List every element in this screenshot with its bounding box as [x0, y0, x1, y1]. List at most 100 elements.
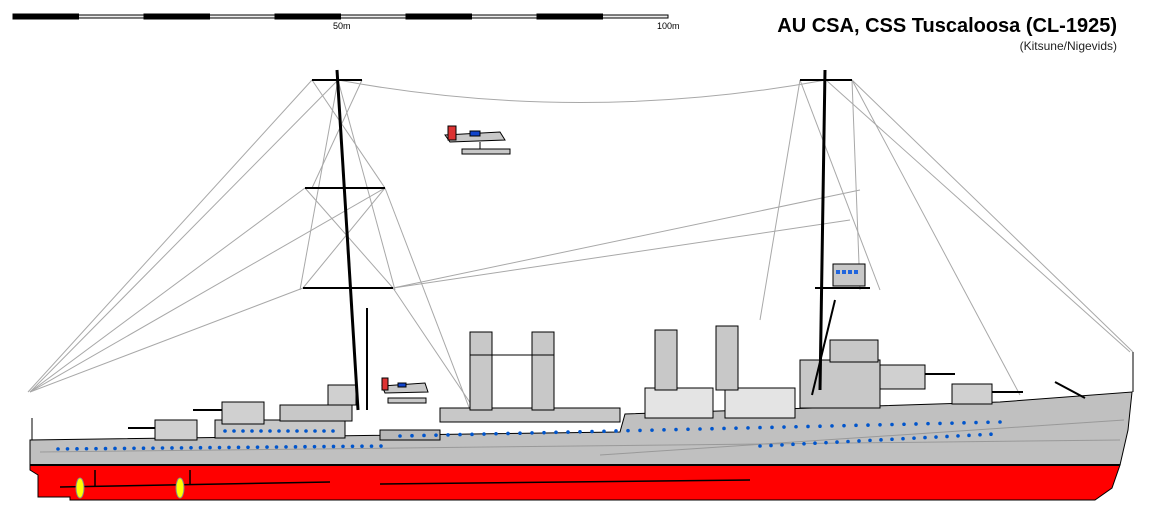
porthole [818, 424, 822, 429]
porthole [341, 444, 345, 449]
porthole [277, 429, 281, 433]
porthole [962, 421, 966, 425]
porthole [530, 431, 534, 435]
porthole [794, 424, 798, 429]
porthole [912, 436, 916, 440]
porthole [566, 430, 570, 434]
porthole [151, 446, 155, 450]
porthole [369, 444, 374, 448]
porthole [578, 430, 582, 434]
porthole [769, 443, 773, 448]
porthole [422, 433, 426, 438]
boat-deck [439, 407, 621, 423]
porthole [590, 429, 594, 434]
porthole [780, 443, 784, 447]
porthole [208, 445, 212, 450]
porthole [638, 428, 642, 433]
porthole [122, 446, 127, 451]
porthole [132, 446, 136, 451]
scale-bar-segment [536, 13, 603, 20]
porthole [830, 424, 834, 428]
porthole [259, 429, 263, 433]
porthole [160, 446, 165, 450]
porthole [542, 430, 546, 435]
propellers [75, 477, 185, 499]
porthole [410, 433, 414, 438]
porthole [554, 430, 558, 435]
porthole [967, 433, 971, 438]
porthole [94, 446, 98, 451]
porthole [698, 427, 702, 431]
porthole [170, 446, 174, 450]
porthole [950, 421, 954, 425]
porthole [331, 444, 336, 449]
funnel-2 [531, 331, 555, 411]
mainmast [818, 69, 827, 391]
porthole [313, 429, 317, 433]
porthole [246, 445, 250, 450]
boat-cradle-1 [644, 387, 714, 419]
scale-bar-segment [209, 14, 276, 19]
porthole [458, 432, 462, 437]
porthole [813, 441, 817, 445]
porthole [303, 444, 307, 449]
porthole [56, 447, 60, 451]
porthole [758, 444, 762, 448]
porthole [842, 423, 846, 428]
porthole [360, 444, 364, 449]
porthole [312, 444, 317, 449]
porthole [868, 438, 872, 443]
porthole [945, 434, 949, 439]
porthole [265, 445, 269, 449]
porthole [434, 433, 438, 437]
funnel-4 [715, 325, 739, 391]
funnels [469, 325, 739, 411]
porthole [322, 429, 326, 433]
porthole [293, 445, 298, 449]
porthole [223, 429, 227, 433]
porthole [854, 423, 858, 428]
porthole [978, 432, 982, 437]
porthole [626, 428, 630, 433]
bridge-upper [829, 339, 879, 363]
porthole [103, 446, 108, 451]
porthole [938, 421, 942, 426]
boat-cradle-2 [724, 387, 796, 419]
porthole [974, 420, 978, 425]
scale-label-100m: 100m [657, 21, 680, 31]
porthole [835, 440, 839, 444]
porthole [722, 426, 726, 431]
hull-plating-lines [39, 419, 1125, 456]
seaplane-flying [444, 125, 511, 155]
scale-label-50m: 50m [333, 21, 351, 31]
porthole [674, 427, 678, 432]
porthole [482, 432, 486, 436]
porthole [758, 425, 762, 430]
foremast [335, 69, 360, 411]
porthole [255, 445, 260, 449]
porthole [770, 425, 774, 430]
porthole [379, 444, 383, 448]
scale-bar [12, 13, 669, 20]
porthole [791, 442, 795, 447]
porthole [686, 427, 690, 432]
porthole [65, 447, 70, 451]
scale-bar-segment [274, 13, 341, 20]
porthole [934, 435, 938, 439]
fire-control-director [832, 263, 866, 287]
porthole [662, 428, 666, 432]
porthole [878, 423, 882, 427]
bridge-block [799, 359, 881, 409]
turret-x [154, 419, 198, 441]
porthole [198, 445, 203, 450]
seaplane-catapult [381, 377, 429, 404]
porthole [866, 423, 870, 427]
porthole [295, 429, 299, 433]
porthole [232, 429, 236, 433]
drawing-credits: (Kitsune/Nigevids) [1019, 39, 1117, 53]
scale-bar-segment [340, 14, 407, 19]
porthole [179, 446, 184, 450]
porthole [236, 445, 241, 450]
porthole [494, 431, 498, 436]
gun-turrets [128, 364, 1086, 441]
